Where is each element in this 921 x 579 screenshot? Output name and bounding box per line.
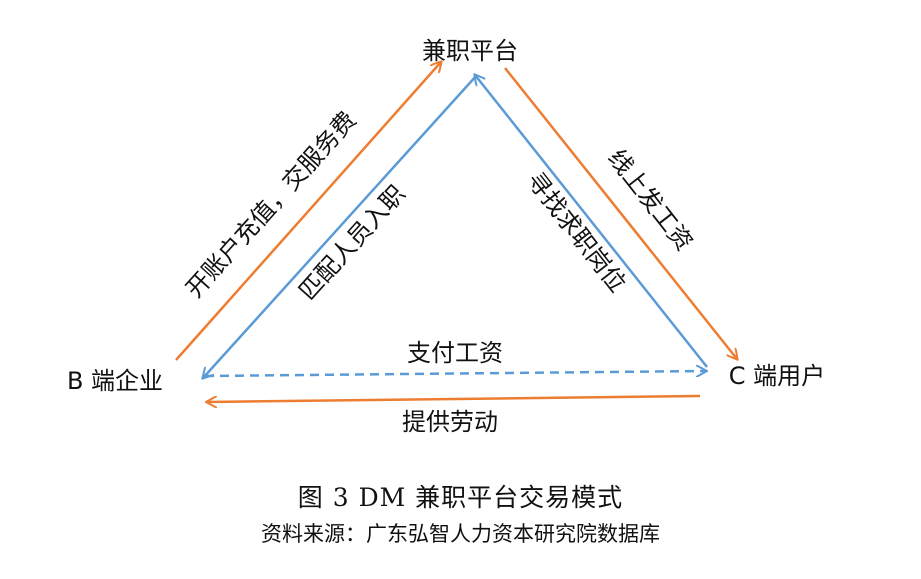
node-user: C 端用户: [729, 362, 825, 390]
arrow-labor: [207, 394, 701, 402]
label-labor: 提供劳动: [402, 408, 498, 436]
arrow-pay: [204, 371, 706, 378]
arrow-match: [203, 74, 478, 378]
figure-caption: 图 3 DM 兼职平台交易模式: [297, 483, 624, 512]
arrow-post: [504, 67, 737, 359]
arrow-recharge: [175, 62, 441, 361]
label-seek: 寻找求职岗位: [521, 167, 632, 298]
label-pay: 支付工资: [407, 339, 503, 367]
figure-source: 资料来源：广东弘智人力资本研究院数据库: [261, 522, 660, 546]
label-match: 匹配人员入职: [293, 180, 410, 306]
label-post: 线上发工资: [602, 144, 698, 256]
node-platform: 兼职平台: [422, 37, 518, 65]
arrow-seek: [475, 75, 708, 368]
node-business: B 端企业: [67, 367, 163, 395]
